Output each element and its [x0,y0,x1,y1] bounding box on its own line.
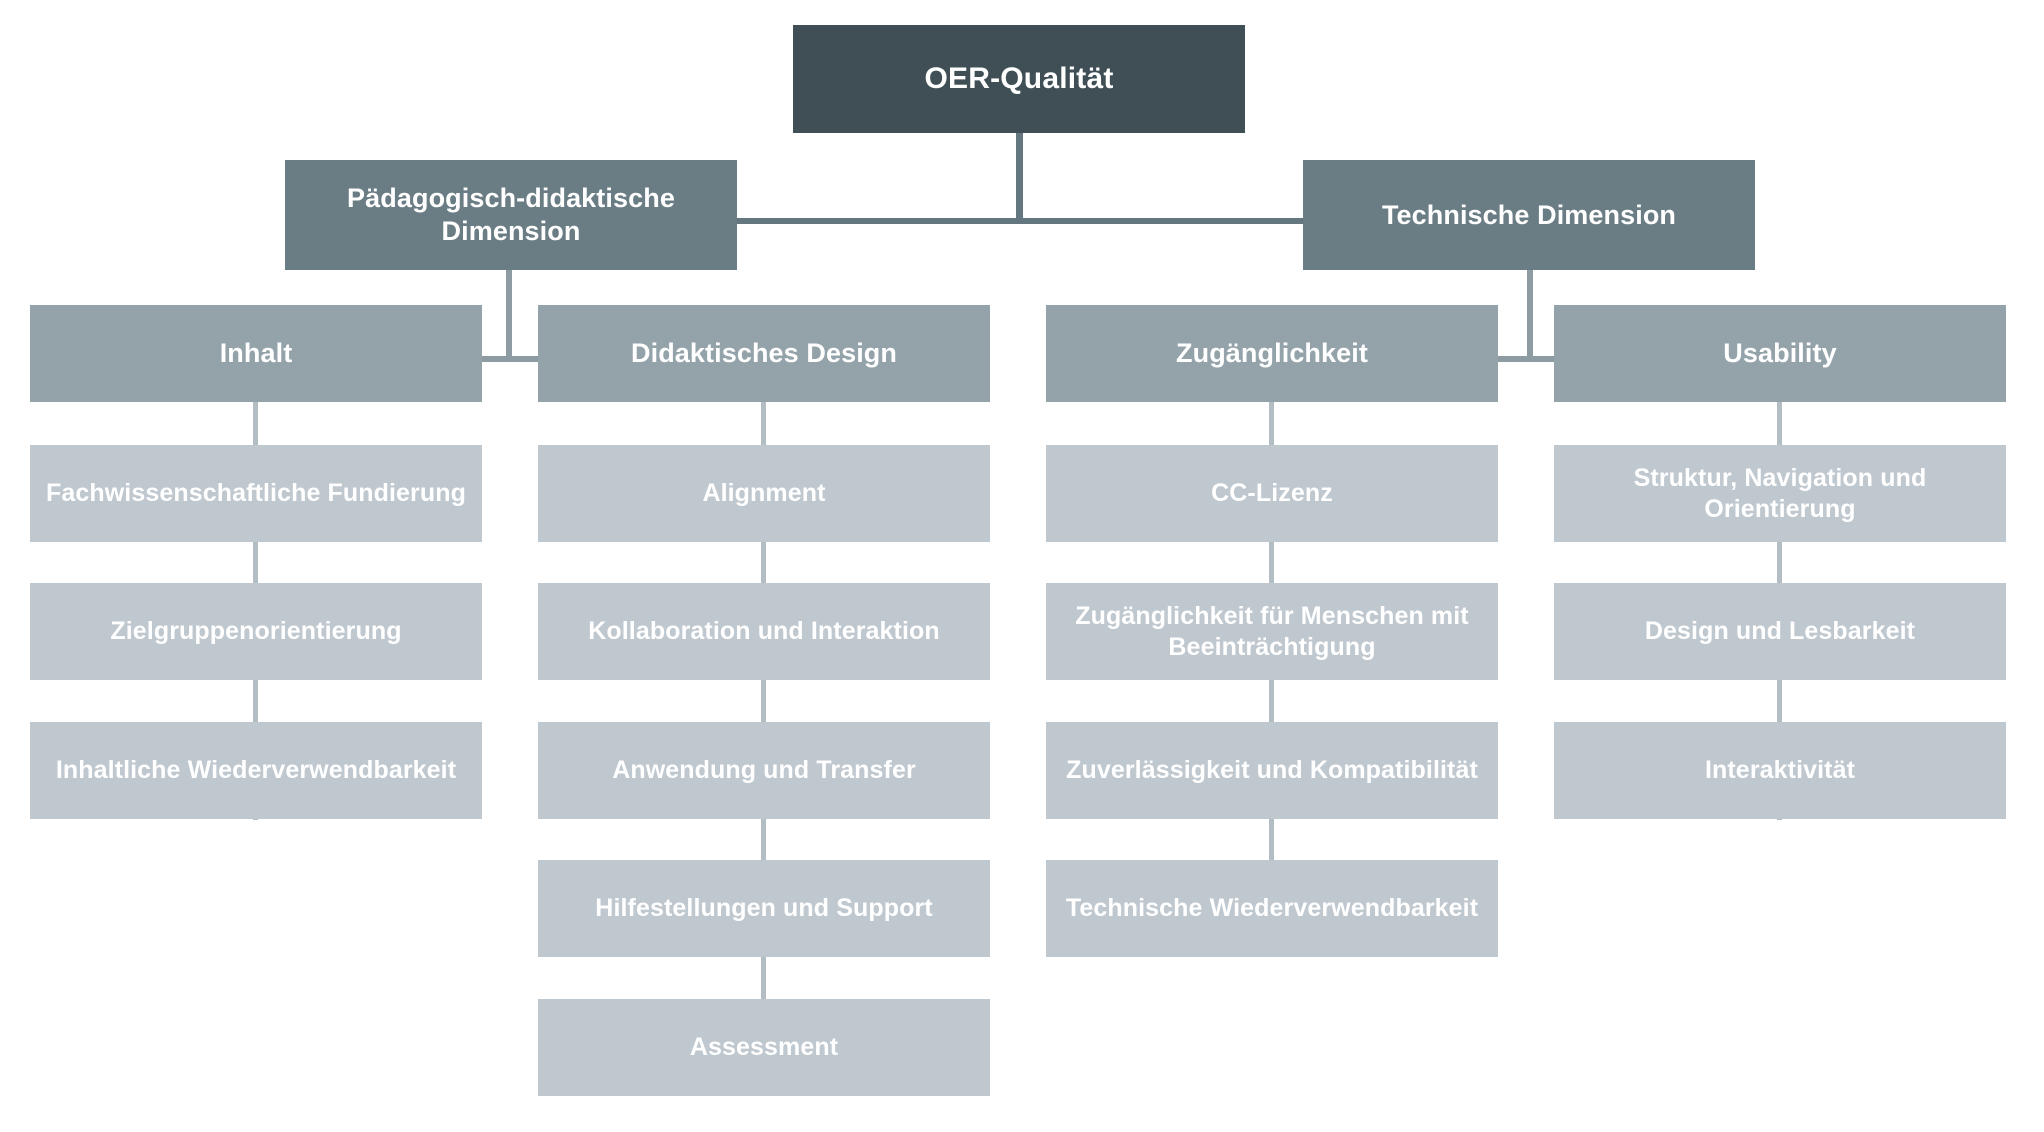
node-criterion-struktur-navigation-und-orientierung[interactable]: Struktur, Navigation und Orientierung [1554,445,2006,542]
node-criterion-zielgruppenorientierung[interactable]: Zielgruppenorientierung [30,583,482,680]
node-criterion-kollaboration-und-interaktion[interactable]: Kollaboration und Interaktion [538,583,990,680]
node-criterion-zugaenglichkeit-fuer-menschen-mit-beeintraechtigung[interactable]: Zugänglichkeit für Menschen mit Beeinträ… [1046,583,1498,680]
node-criterion-hilfestellungen-und-support[interactable]: Hilfestellungen und Support [538,860,990,957]
node-criterion-assessment[interactable]: Assessment [538,999,990,1096]
node-criterion-alignment[interactable]: Alignment [538,445,990,542]
node-criterion-anwendung-und-transfer[interactable]: Anwendung und Transfer [538,722,990,819]
node-criterion-design-und-lesbarkeit[interactable]: Design und Lesbarkeit [1554,583,2006,680]
node-category-zugaenglichkeit[interactable]: Zugänglichkeit [1046,305,1498,402]
node-category-usability[interactable]: Usability [1554,305,2006,402]
node-criterion-inhaltliche-wiederverwendbarkeit[interactable]: Inhaltliche Wiederverwendbarkeit [30,722,482,819]
node-dimension-technical[interactable]: Technische Dimension [1303,160,1755,270]
node-criterion-zuverlaessigkeit-und-kompatibilitaet[interactable]: Zuverlässigkeit und Kompatibilität [1046,722,1498,819]
connector-pedagogic-stem [506,270,512,362]
node-criterion-interaktivitaet[interactable]: Interaktivität [1554,722,2006,819]
connector-technical-stem [1527,270,1533,362]
node-criterion-fachwissenschaftliche-fundierung[interactable]: Fachwissenschaftliche Fundierung [30,445,482,542]
node-root-oer-qualitaet[interactable]: OER-Qualität [793,25,1245,133]
node-category-didaktisches-design[interactable]: Didaktisches Design [538,305,990,402]
connector-technical-bridge [1456,356,1618,362]
node-category-inhalt[interactable]: Inhalt [30,305,482,402]
node-criterion-technische-wiederverwendbarkeit[interactable]: Technische Wiederverwendbarkeit [1046,860,1498,957]
connector-pedagogic-bridge [430,356,592,362]
connector-didaktisches-design-spine [761,402,766,1032]
node-dimension-pedagogic-didactic[interactable]: Pädagogisch-didaktische Dimension [285,160,737,270]
connector-root-bridge [734,218,1306,224]
node-criterion-cc-lizenz[interactable]: CC-Lizenz [1046,445,1498,542]
connector-root-stem [1016,133,1023,223]
